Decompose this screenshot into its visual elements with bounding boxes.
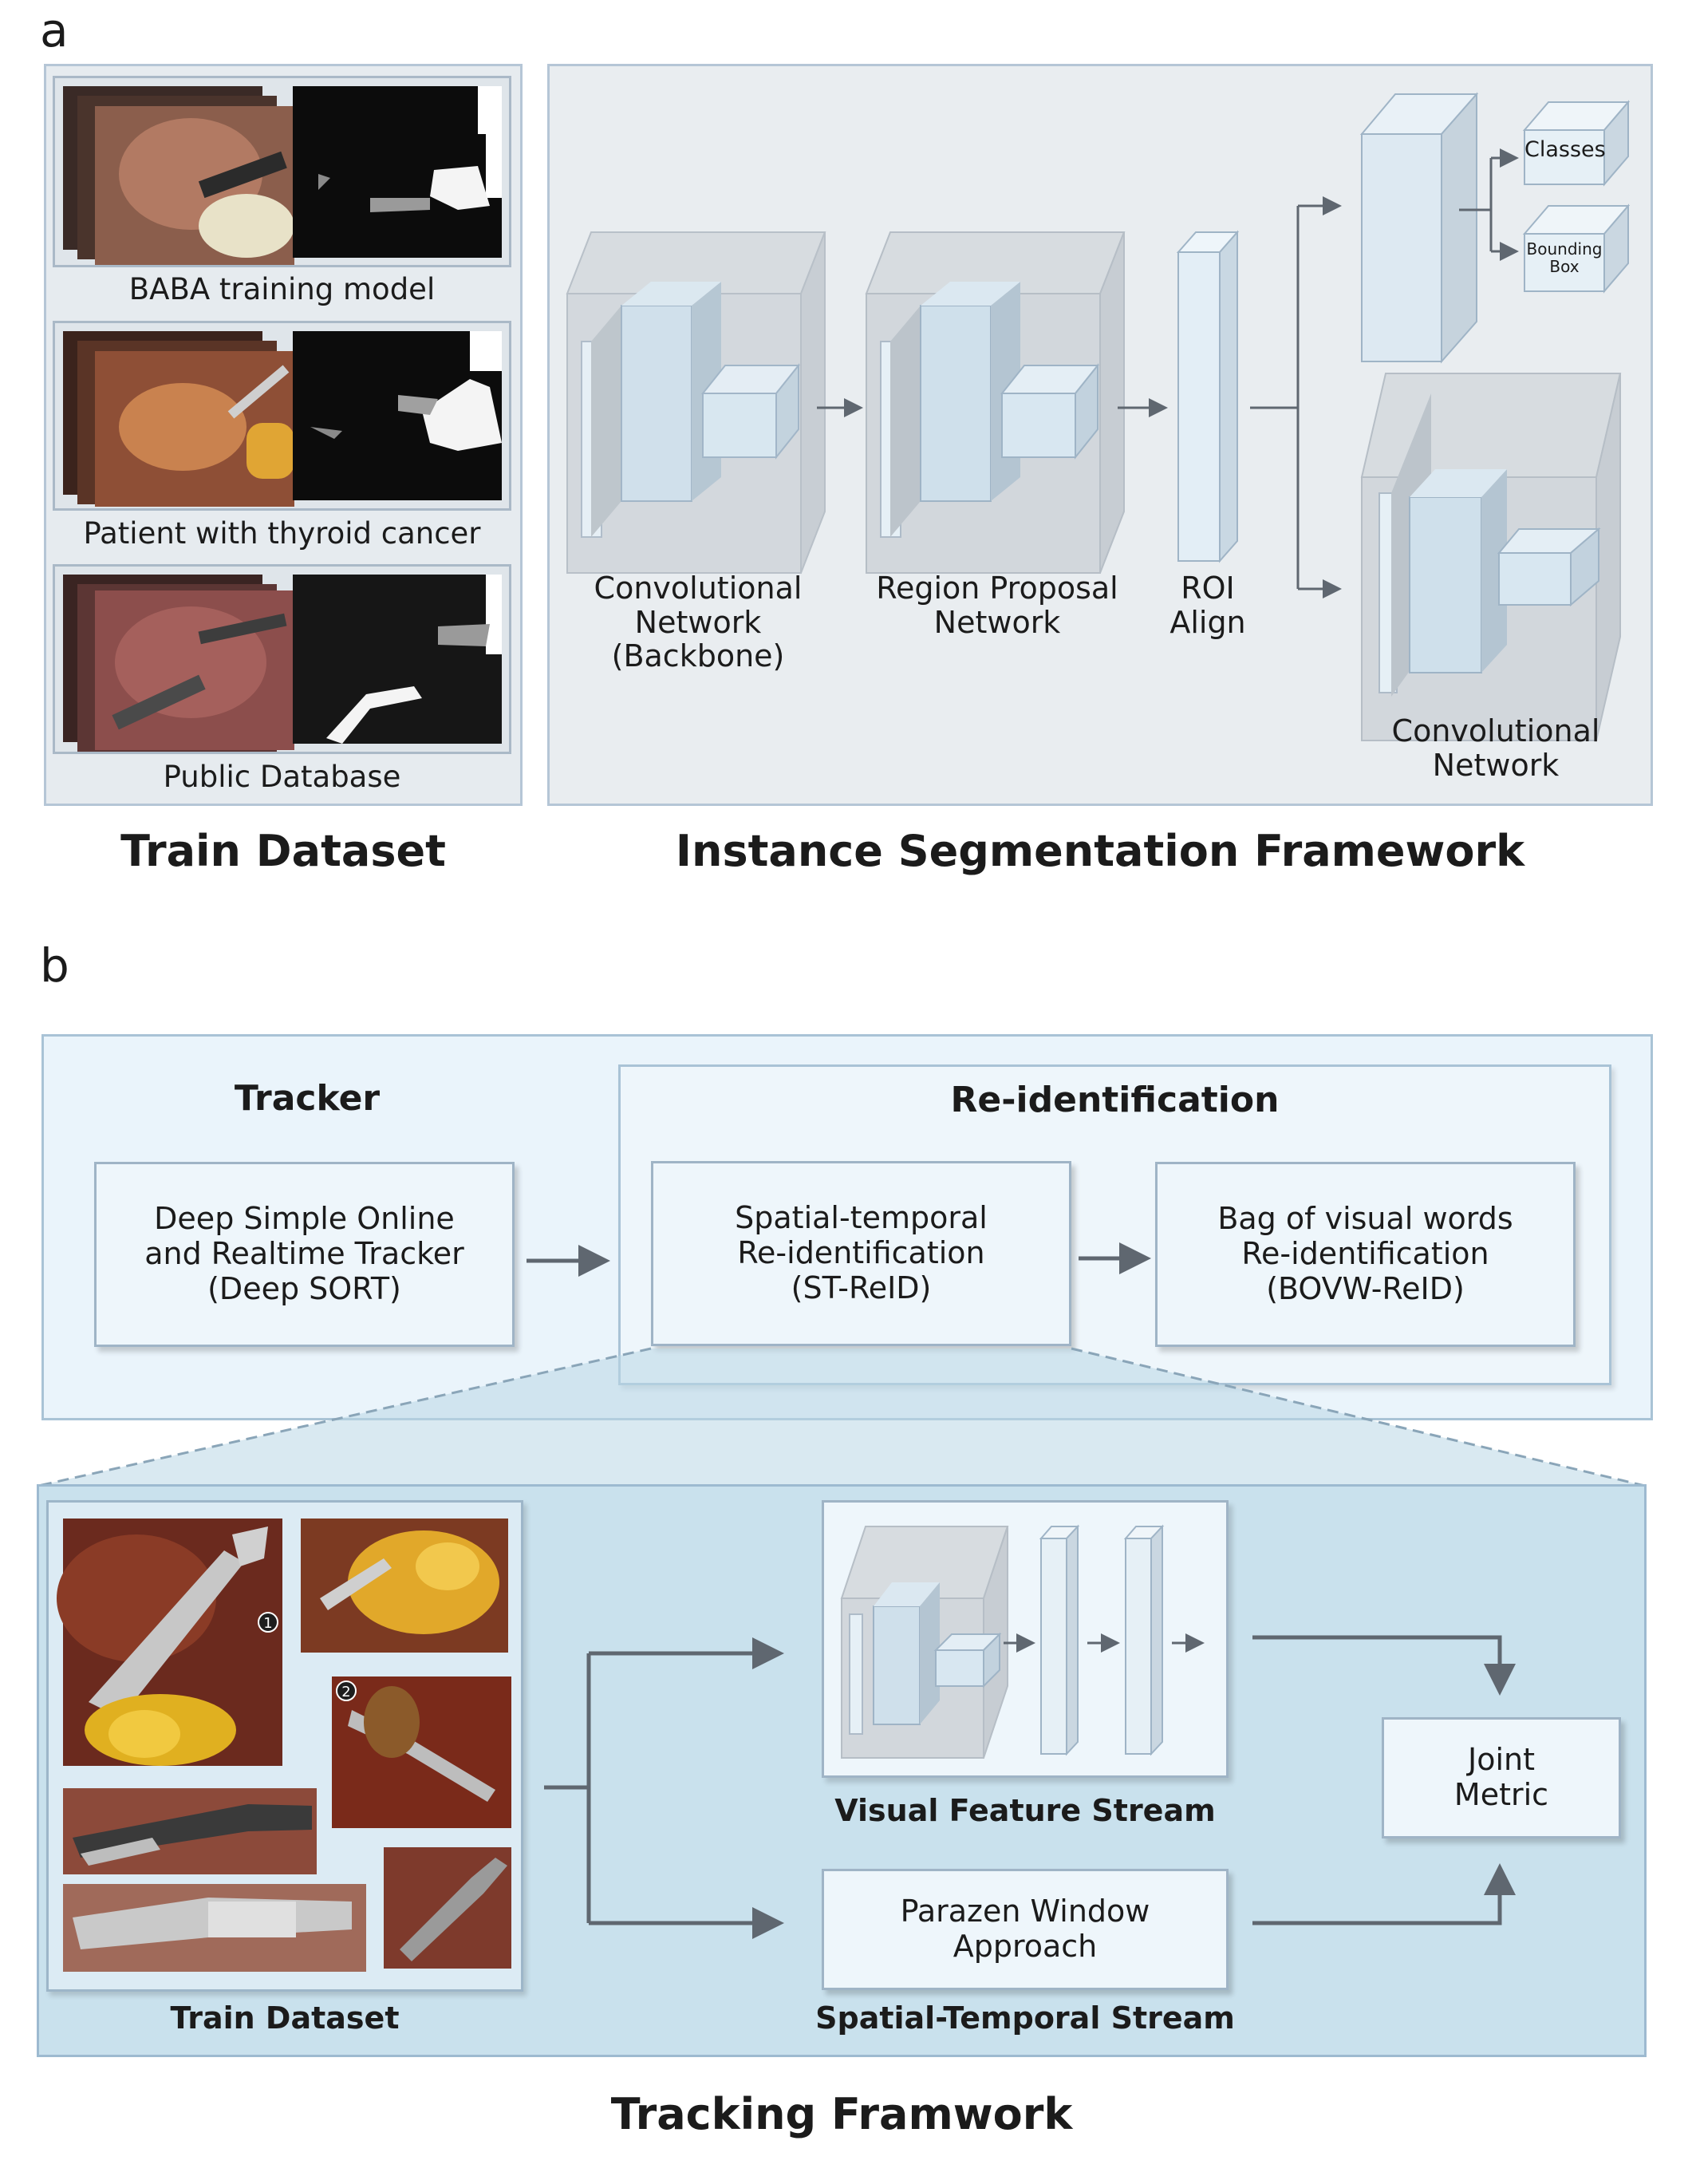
visual-feature-network [840,1524,1205,1759]
st-reid-box: Spatial-temporal Re-identification (ST-R… [651,1161,1071,1346]
panel-letter-a: a [40,3,69,57]
baba-thumbnail [63,86,502,265]
backbone-label: Convolutional Network (Backbone) [594,571,803,674]
dataset-label-baba: BABA training model [128,272,436,306]
bovw-reid-box: Bag of visual words Re-identification (B… [1155,1162,1576,1347]
segmentation-diagram [566,92,1631,741]
panel-letter-b: b [40,938,69,993]
collage-images: 1 2 [57,1519,511,1972]
classes-cube [1522,100,1631,187]
visual-feature-stream-label: Visual Feature Stream [834,1793,1216,1828]
rpn-label: Region Proposal Network [876,571,1118,640]
roi-align-label: ROI Align [1169,571,1246,640]
marker-2: 2 [341,1684,350,1700]
spatial-temporal-stream-label: Spatial-Temporal Stream [815,2000,1235,2036]
train-dataset-title: Train Dataset [120,826,446,876]
dataset-tile-public [53,564,511,754]
rpn-block [865,231,1126,574]
tracking-train-dataset-label: Train Dataset [170,2000,400,2036]
dataset-tile-baba [53,76,511,267]
instance-segmentation-title: Instance Segmentation Framework [675,826,1525,876]
joint-metric-box: Joint Metric [1382,1717,1621,1838]
classes-label: Classes [1524,137,1606,162]
thyroid-thumbnail [63,331,502,507]
mask-conv-block [1360,373,1622,741]
dataset-label-thyroid: Patient with thyroid cancer [83,516,481,551]
tracking-train-dataset: 1 2 [46,1500,523,1992]
parzen-window-box: Parazen Window Approach [822,1869,1229,1990]
reid-title: Re-identification [950,1080,1280,1120]
tracker-title: Tracker [234,1078,381,1119]
public-db-thumbnail [63,575,502,752]
dataset-tile-thyroid [53,321,511,511]
tracking-framework-title: Tracking Framwork [610,2089,1073,2139]
marker-1: 1 [263,1615,272,1632]
roi-align-block [1176,230,1240,563]
conv-network-label: Convolutional Network [1391,713,1600,783]
dataset-label-public: Public Database [163,760,401,794]
instance-segmentation-panel: Convolutional Network (Backbone) Region … [547,64,1653,806]
fc-block [1359,92,1479,364]
bbox-cube [1522,203,1631,294]
bounding-box-label: Bounding Box [1526,239,1603,277]
backbone-block [566,231,826,574]
visual-feature-stream-box [822,1500,1229,1778]
deep-sort-box: Deep Simple Online and Realtime Tracker … [94,1162,515,1347]
